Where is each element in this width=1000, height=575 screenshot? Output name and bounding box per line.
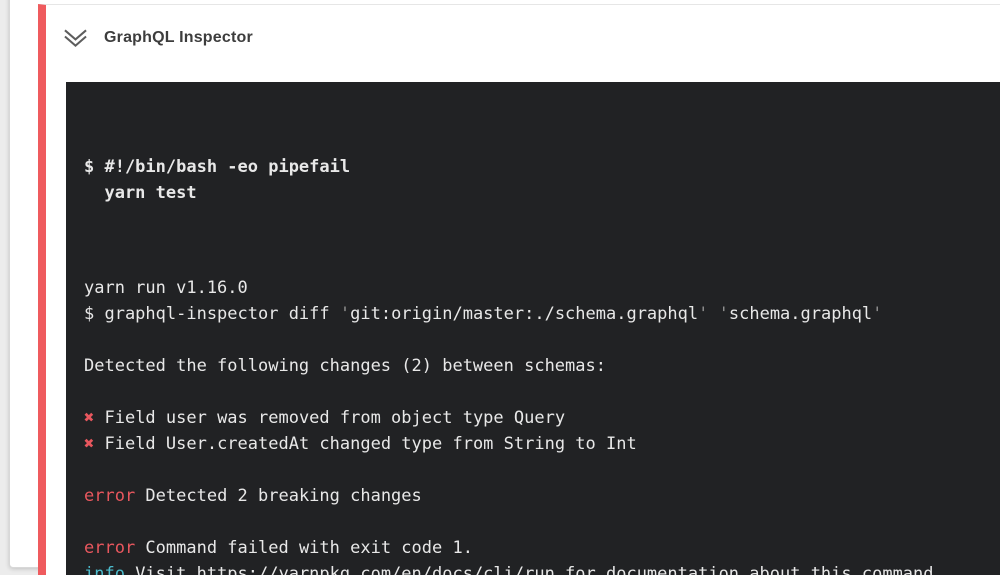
- terminal-line: [84, 327, 1000, 353]
- terminal-line: error Detected 2 breaking changes: [84, 486, 422, 506]
- check-step-card: GraphQL Inspector $ #!/bin/bash -eo pipe…: [38, 4, 1000, 575]
- build-detail-panel: GraphQL Inspector $ #!/bin/bash -eo pipe…: [9, 0, 1000, 575]
- terminal-line: ✖ Field user was removed from object typ…: [84, 408, 566, 428]
- terminal-line: [84, 509, 1000, 535]
- terminal-line: $ #!/bin/bash -eo pipefail: [84, 157, 351, 177]
- step-header[interactable]: GraphQL Inspector: [46, 5, 1000, 82]
- step-title: GraphQL Inspector: [104, 29, 253, 46]
- terminal-line: yarn run v1.16.0: [84, 278, 248, 298]
- double-chevron-down-icon[interactable]: [62, 26, 89, 49]
- terminal-line: yarn test: [84, 183, 197, 203]
- terminal-line: [84, 379, 1000, 405]
- terminal-line: $ graphql-inspector diff 'git:origin/mas…: [84, 304, 883, 324]
- terminal-command: $ #!/bin/bash -eo pipefail yarn test: [84, 154, 1000, 206]
- terminal-line: [84, 457, 1000, 483]
- terminal-line: error Command failed with exit code 1.: [84, 538, 473, 558]
- terminal-line: ✖ Field User.createdAt changed type from…: [84, 434, 637, 454]
- terminal-line: info Visit https://yarnpkg.com/en/docs/c…: [84, 564, 944, 575]
- terminal-log: $ #!/bin/bash -eo pipefail yarn test yar…: [66, 82, 1000, 575]
- terminal-line: Detected the following changes (2) betwe…: [84, 356, 606, 376]
- terminal-output: yarn run v1.16.0 $ graphql-inspector diff…: [84, 275, 1000, 575]
